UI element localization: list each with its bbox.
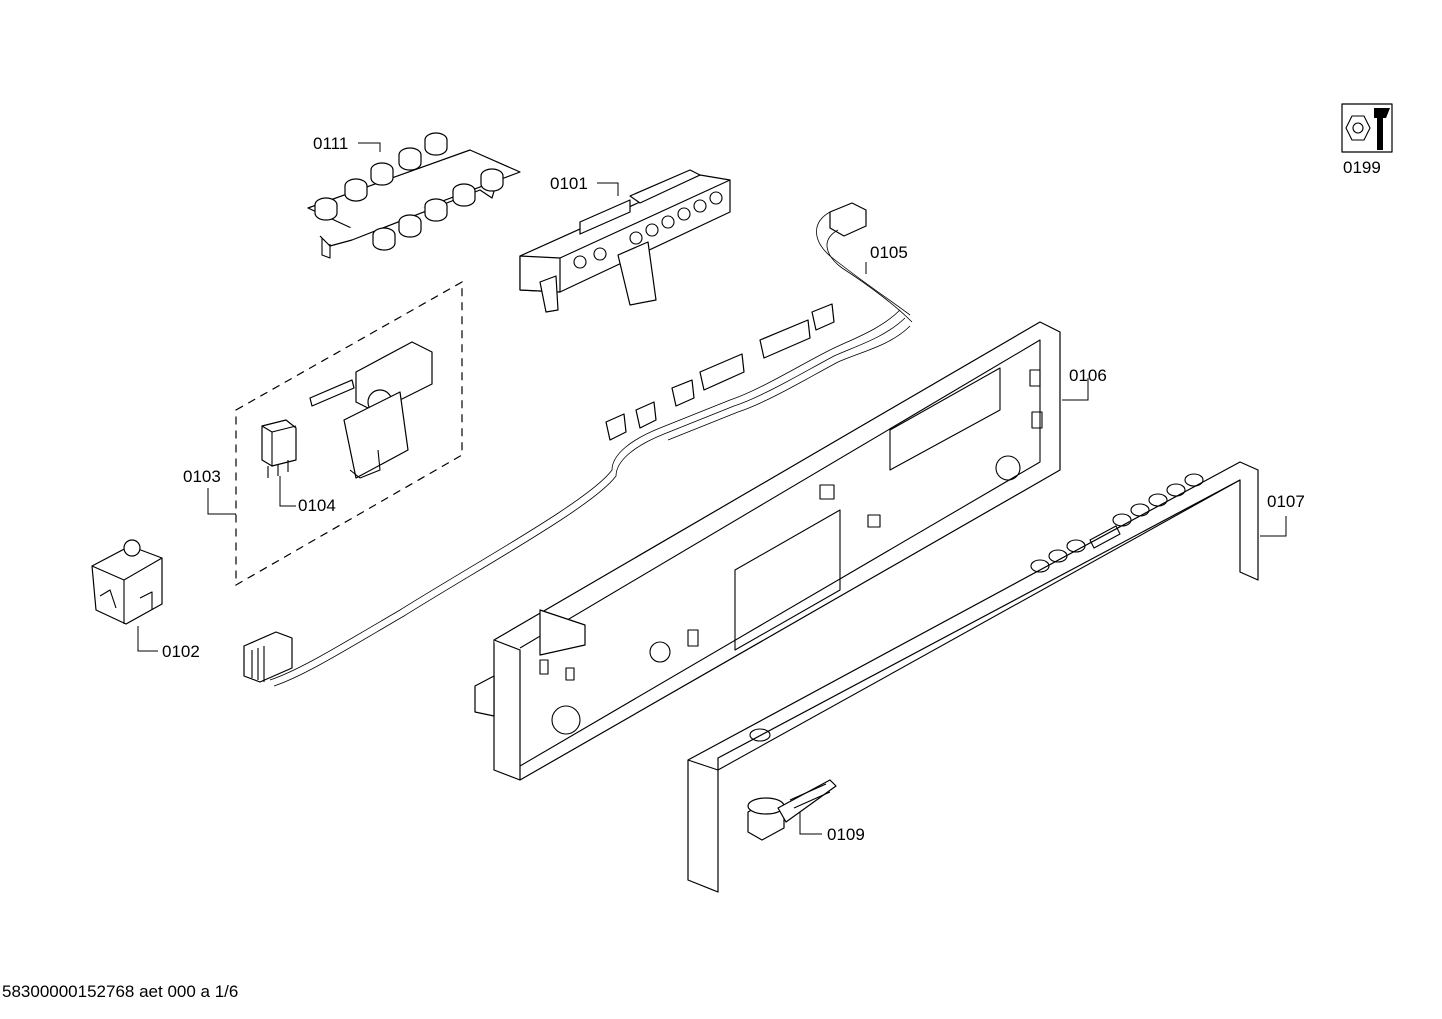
document-reference-footer: 58300000152768 aet 000 a 1/6 bbox=[2, 982, 239, 1001]
callout-0103: 0103 bbox=[183, 467, 221, 486]
callout-0199: 0199 bbox=[1343, 158, 1381, 177]
part-0101-control-module[interactable] bbox=[519, 169, 731, 313]
part-0111-button-sprue[interactable] bbox=[307, 132, 521, 259]
part-0103-switch-assembly[interactable] bbox=[309, 341, 433, 479]
part-0106-panel-frame[interactable] bbox=[474, 321, 1061, 781]
callout-0105: 0105 bbox=[870, 243, 908, 262]
callout-0106: 0106 bbox=[1069, 366, 1107, 385]
callout-0104: 0104 bbox=[298, 496, 336, 515]
callout-0102: 0102 bbox=[162, 642, 200, 661]
part-0105-wiring-harness[interactable] bbox=[243, 202, 913, 687]
part-0109-lever[interactable] bbox=[747, 779, 837, 841]
part-0107-fascia-trim[interactable] bbox=[687, 461, 1259, 893]
part-0102-sensor[interactable] bbox=[91, 539, 163, 625]
tool-wrench-icon[interactable] bbox=[1341, 103, 1393, 153]
part-0104-relay[interactable] bbox=[261, 419, 297, 478]
callout-0111: 0111 bbox=[313, 134, 349, 153]
part-0103-assembly-group[interactable] bbox=[235, 280, 463, 587]
callout-0109: 0109 bbox=[827, 825, 865, 844]
callout-0107: 0107 bbox=[1267, 492, 1305, 511]
callout-0101: 0101 bbox=[550, 174, 588, 193]
